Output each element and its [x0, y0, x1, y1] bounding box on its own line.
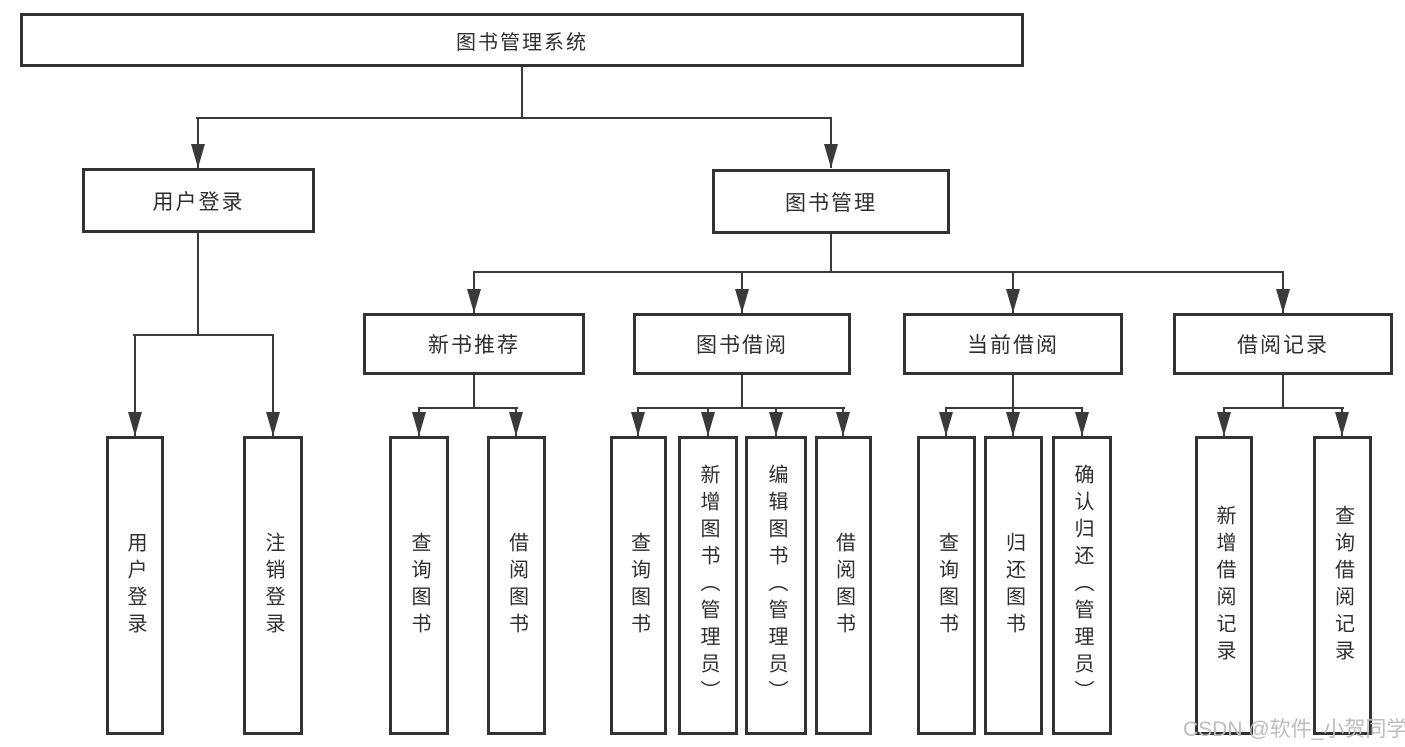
node-leaf-return-book: 归还图书 — [984, 436, 1043, 735]
node-leaf-query-books-1: 查询图书 — [389, 436, 449, 735]
node-label: 归还图书 — [1002, 531, 1025, 640]
connector-line — [134, 335, 136, 436]
connector-line — [473, 271, 1284, 273]
node-leaf-borrow-books-1: 借阅图书 — [487, 436, 546, 735]
arrow-down-icon — [631, 412, 645, 436]
node-leaf-add-book-admin: 新增图书（管理员） — [678, 436, 738, 735]
connector-line — [637, 407, 845, 409]
arrow-down-icon — [1006, 289, 1020, 313]
arrow-down-icon — [467, 289, 481, 313]
connector-line — [521, 67, 523, 118]
node-label: 确认归还（管理员） — [1071, 464, 1093, 707]
connector-line — [741, 375, 743, 408]
connector-line — [196, 117, 832, 119]
node-label: 新增图书（管理员） — [697, 464, 719, 707]
node-label: 借阅图书 — [505, 531, 528, 640]
arrow-down-icon — [1006, 412, 1020, 436]
connector-line — [197, 233, 199, 335]
node-label: 查询借阅记录 — [1331, 504, 1354, 667]
node-borrowing-records: 借阅记录 — [1173, 313, 1393, 375]
node-label: 当前借阅 — [967, 334, 1059, 357]
node-new-book-recommend: 新书推荐 — [363, 313, 585, 375]
node-label: 用户登录 — [124, 531, 146, 640]
node-leaf-user-login: 用户登录 — [106, 436, 164, 735]
connector-line — [1282, 375, 1284, 408]
connector-line — [272, 335, 274, 436]
arrow-down-icon — [1075, 412, 1089, 436]
node-label: 注销登录 — [262, 531, 284, 640]
connector-line — [830, 118, 832, 168]
node-leaf-borrow-books-2: 借阅图书 — [815, 436, 872, 735]
node-book-borrowing: 图书借阅 — [633, 313, 851, 375]
node-label: 查询图书 — [627, 531, 650, 640]
node-book-management: 图书管理 — [712, 169, 950, 234]
connector-line — [473, 375, 475, 408]
node-leaf-query-books-3: 查询图书 — [917, 436, 976, 735]
arrow-down-icon — [191, 144, 205, 168]
connector-line — [945, 407, 1083, 409]
arrow-down-icon — [412, 412, 426, 436]
node-leaf-confirm-return-admin: 确认归还（管理员） — [1052, 436, 1112, 735]
node-label: 借阅图书 — [832, 531, 855, 640]
arrow-down-icon — [735, 289, 749, 313]
node-label: 编辑图书（管理员） — [765, 464, 787, 707]
arrow-down-icon — [701, 412, 715, 436]
node-user-login: 用户登录 — [82, 168, 315, 233]
arrow-down-icon — [1335, 412, 1349, 436]
node-label: 新书推荐 — [428, 334, 520, 357]
node-leaf-edit-book-admin: 编辑图书（管理员） — [745, 436, 807, 735]
arrow-down-icon — [824, 144, 838, 168]
arrow-down-icon — [939, 412, 953, 436]
node-root-label: 图书管理系统 — [456, 31, 588, 54]
node-label: 查询图书 — [408, 531, 430, 640]
arrow-down-icon — [769, 412, 783, 436]
arrow-down-icon — [128, 412, 142, 436]
arrow-down-icon — [509, 412, 523, 436]
connector-line — [197, 118, 199, 168]
node-leaf-add-borrow-record: 新增借阅记录 — [1195, 436, 1253, 735]
connector-line — [133, 334, 274, 336]
arrow-down-icon — [1217, 412, 1231, 436]
connector-line — [1223, 407, 1344, 409]
node-leaf-query-books-2: 查询图书 — [610, 436, 667, 735]
node-current-borrowing: 当前借阅 — [903, 313, 1123, 375]
node-label: 查询图书 — [935, 531, 958, 640]
node-label: 借阅记录 — [1237, 334, 1329, 357]
node-leaf-query-borrow-record: 查询借阅记录 — [1313, 436, 1372, 735]
csdn-watermark: CSDN @软件_小贺同学 — [1183, 718, 1405, 741]
connector-line — [1012, 375, 1014, 408]
arrow-down-icon — [1276, 289, 1290, 313]
node-label: 新增借阅记录 — [1213, 504, 1235, 667]
node-root-library-system: 图书管理系统 — [20, 13, 1024, 67]
node-leaf-logout: 注销登录 — [243, 436, 303, 735]
connector-line — [418, 407, 518, 409]
node-label: 图书管理 — [785, 191, 877, 215]
arrow-down-icon — [836, 412, 850, 436]
arrow-down-icon — [266, 412, 280, 436]
node-label: 图书借阅 — [696, 334, 788, 357]
connector-line — [830, 234, 832, 272]
node-label: 用户登录 — [152, 190, 245, 214]
